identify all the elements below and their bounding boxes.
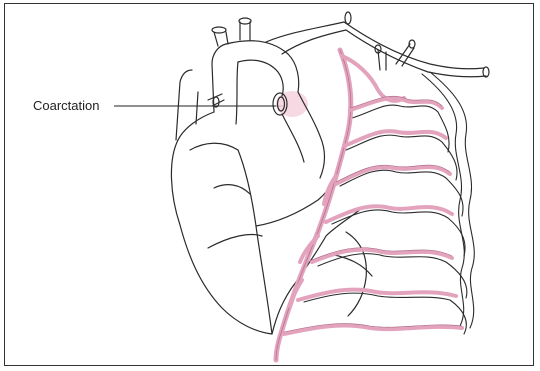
- heart-outline: [171, 140, 362, 334]
- superior-vena-cava: [176, 70, 198, 140]
- left-carotid-artery: [240, 22, 250, 40]
- collateral-branch-6: [298, 290, 456, 300]
- coarctation-highlight: [276, 91, 308, 117]
- collateral-branch-3: [336, 167, 450, 184]
- right-ventricle-outline: [214, 185, 250, 194]
- left-subclavian-opening: [345, 12, 351, 24]
- lv-lower-curve: [346, 232, 366, 316]
- small-branch-top: [378, 44, 414, 70]
- right-atrium-outline: [178, 112, 238, 150]
- inferior-heart-curve: [208, 235, 262, 249]
- internal-mammary-artery-inner: [422, 74, 464, 326]
- left-carotid-opening: [239, 18, 251, 24]
- ascending-aorta: [212, 44, 238, 124]
- collateral-branch-4: [326, 206, 452, 222]
- left-subclavian-artery: [266, 22, 346, 54]
- subclavian-extension: [344, 22, 486, 77]
- intercostal-collateral-1: [352, 105, 449, 152]
- brachiocephalic-opening: [212, 27, 226, 33]
- pulmonary-artery: [208, 94, 224, 106]
- interventricular-groove: [238, 150, 272, 334]
